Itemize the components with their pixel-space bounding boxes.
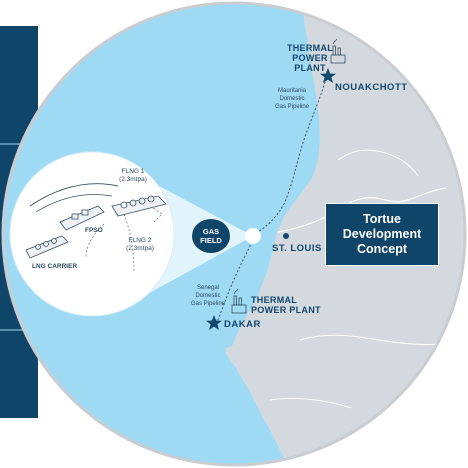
river: [299, 334, 441, 346]
mauritania-pipeline-line3: Gas Pipeline: [275, 104, 310, 110]
factory-icon: [330, 38, 346, 64]
fpso-vessel-icon: [59, 205, 105, 231]
flng1-vessel-icon: [111, 195, 167, 217]
flowline: [123, 213, 135, 273]
dakar-star-icon: [206, 315, 222, 330]
title-line2: Development: [342, 227, 422, 241]
title-line1: Tortue: [363, 212, 401, 226]
flng2-label-line1: FLNG 2: [129, 237, 152, 244]
lng-carrier-icon: [25, 235, 69, 259]
thermal-south-line1: THERMAL: [251, 295, 297, 305]
gas-field-line2: FIELD: [200, 236, 222, 245]
vessel-track: [35, 194, 113, 213]
vessel-track: [29, 183, 119, 207]
thermal-north-line1: THERMAL: [287, 43, 333, 53]
senegal-pipeline-line3: Gas Pipeline: [191, 301, 226, 307]
flowline: [85, 223, 105, 259]
lng-carrier-label: LNG CARRIER: [32, 263, 77, 270]
senegal-pipeline: [216, 237, 255, 323]
fpso-label: FPSO: [85, 227, 103, 234]
river: [269, 398, 353, 409]
mauritania-pipeline: [253, 73, 328, 235]
dakar-label: DAKAR: [224, 319, 261, 330]
river: [277, 187, 447, 233]
thermal-north-line3: PLANT: [294, 63, 326, 73]
mauritania-pipeline-line2: Domestic: [279, 96, 304, 102]
gas-field-badge: [192, 219, 230, 253]
senegal-pipeline-line1: Senegal: [197, 285, 219, 291]
gas-field-point: [245, 228, 261, 244]
mauritania-pipeline-line1: Mauritania: [278, 88, 307, 94]
nouakchott-label: NOUAKCHOTT: [335, 82, 408, 93]
factory-icon: [231, 288, 247, 314]
inset-circle: [9, 151, 175, 317]
st-louis-marker: [283, 233, 289, 239]
thermal-south-line2: POWER PLANT: [251, 305, 321, 315]
flng2-label-line2: (2.3mtpa): [126, 245, 154, 252]
gas-field-line1: GAS: [203, 227, 219, 236]
nouakchott-star-icon: [320, 68, 336, 83]
flowline: [149, 205, 163, 223]
st-louis-label: ST. LOUIS: [272, 243, 322, 254]
title-line3: Concept: [357, 242, 407, 256]
senegal-pipeline-line2: Domestic: [195, 293, 220, 299]
thermal-north-line2: POWER: [292, 53, 328, 63]
title-box: Tortue Development Concept: [325, 203, 439, 266]
flng1-label-line2: (2.3mtpa): [119, 176, 147, 183]
flng1-label-line1: FLNG 1: [122, 168, 145, 175]
river: [337, 149, 419, 177]
